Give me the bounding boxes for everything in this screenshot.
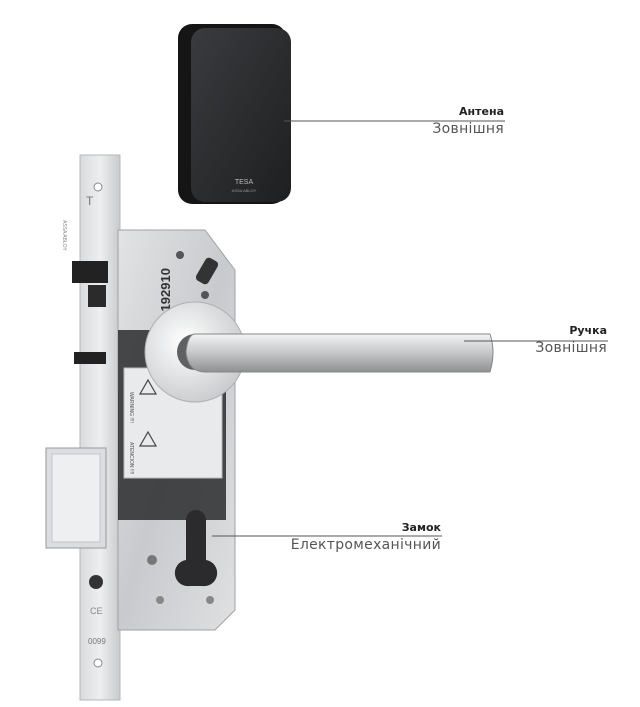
lock-subtitle: Електромеханічний <box>290 537 441 553</box>
atencion-label: ATENCION !!!! <box>128 442 134 474</box>
antenna-subtitle: Зовнішня <box>432 121 504 137</box>
lock-faceplate: T ASSA ABLOY CE 0099 <box>45 154 121 701</box>
lock-title: Замок <box>401 521 441 534</box>
antenna-title: Антена <box>459 105 504 118</box>
antenna-callout: Антена Зовнішня <box>432 105 504 137</box>
handle-callout: Ручка Зовнішня <box>535 324 607 356</box>
antenna-device: TESA ASSA ABLOY <box>178 24 291 204</box>
antenna-brand-text: TESA <box>235 179 254 186</box>
cert-code: 0099 <box>88 637 106 646</box>
lock-body: WARNING !!!! ATENCION !!!! 2L 192910 <box>117 229 236 631</box>
antenna-brand-subtext: ASSA ABLOY <box>232 188 257 193</box>
handle-subtitle: Зовнішня <box>535 340 607 356</box>
warning-label: WARNING !!!! <box>128 392 134 423</box>
svg-text:T: T <box>86 194 94 208</box>
lever-handle <box>144 301 494 403</box>
lock-callout: Замок Електромеханічний <box>291 521 441 553</box>
ce-mark: CE <box>90 606 103 616</box>
faceplate-brand: ASSA ABLOY <box>61 220 67 252</box>
handle-title: Ручка <box>569 324 607 337</box>
